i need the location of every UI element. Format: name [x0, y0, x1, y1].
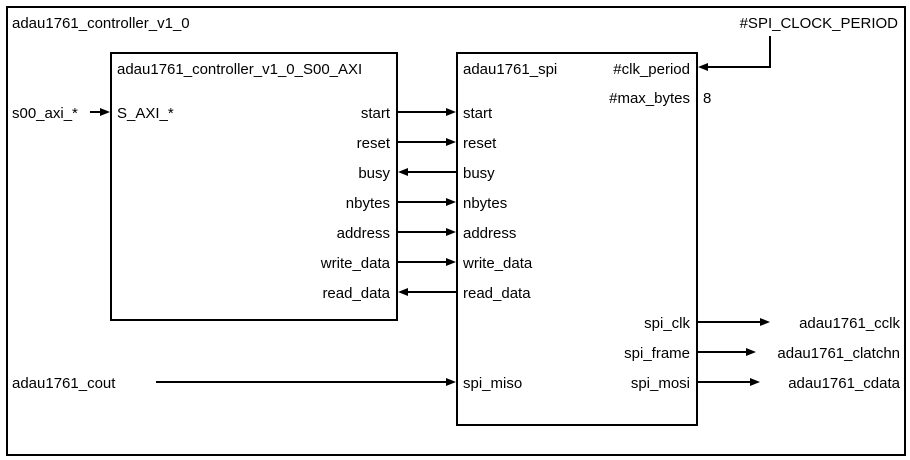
arrow-nbytes	[446, 198, 456, 206]
spi-port-mosi: spi_mosi	[631, 375, 690, 392]
output-cdata-label: adau1761_cdata	[788, 375, 900, 392]
spi-port-clk: spi_clk	[644, 315, 690, 332]
arrow-start	[446, 108, 456, 116]
cout-input-label: adau1761_cout	[12, 375, 116, 392]
outer-module-title: adau1761_controller_v1_0	[12, 15, 190, 32]
spi-block-box	[456, 52, 698, 426]
axi-port-read-data: read_data	[322, 285, 390, 302]
axi-port-busy: busy	[358, 165, 390, 182]
arrow-read-data	[398, 288, 408, 296]
wire-clk-period	[708, 36, 771, 68]
spi-port-write-data: write_data	[462, 255, 533, 272]
arrow-reset	[446, 138, 456, 146]
axi-port-reset: reset	[357, 135, 391, 152]
spi-port-miso: spi_miso	[463, 375, 522, 392]
axi-port-start: start	[361, 105, 391, 122]
output-clatchn-label: adau1761_clatchn	[777, 345, 900, 362]
arrow-cdata	[750, 378, 760, 386]
connection-wires	[90, 36, 771, 386]
spi-port-address: address	[463, 225, 516, 242]
axi-bus-input-label: s00_axi_*	[12, 105, 78, 122]
arrow-clk-period	[698, 63, 708, 71]
arrow-busy	[398, 168, 408, 176]
axi-port-write-data: write_data	[320, 255, 391, 272]
spi-port-reset: reset	[463, 135, 497, 152]
axi-port-nbytes: nbytes	[346, 195, 390, 212]
arrow-spi-miso	[446, 378, 456, 386]
spi-port-read-data: read_data	[463, 285, 531, 302]
spi-port-nbytes: nbytes	[463, 195, 507, 212]
spi-block-title: adau1761_spi	[463, 61, 557, 78]
arrow-write-data	[446, 258, 456, 266]
max-bytes-value: 8	[703, 90, 711, 107]
axi-input-port-label: S_AXI_*	[117, 105, 174, 122]
spi-port-start: start	[463, 105, 493, 122]
spi-port-frame: spi_frame	[624, 345, 690, 362]
arrow-address	[446, 228, 456, 236]
axi-port-address: address	[337, 225, 390, 242]
spi-param-max-bytes: #max_bytes	[609, 90, 690, 107]
spi-clock-period-param-label: #SPI_CLOCK_PERIOD	[740, 15, 899, 32]
axi-block-title: adau1761_controller_v1_0_S00_AXI	[117, 61, 362, 78]
axi-block-box	[110, 52, 398, 321]
arrow-axi-input	[100, 108, 110, 116]
output-cclk-label: adau1761_cclk	[799, 315, 900, 332]
spi-port-busy: busy	[463, 165, 495, 182]
arrow-clatchn	[746, 348, 756, 356]
outer-module-box	[6, 6, 906, 456]
spi-param-clk-period: #clk_period	[613, 61, 690, 78]
arrow-cclk	[760, 318, 770, 326]
